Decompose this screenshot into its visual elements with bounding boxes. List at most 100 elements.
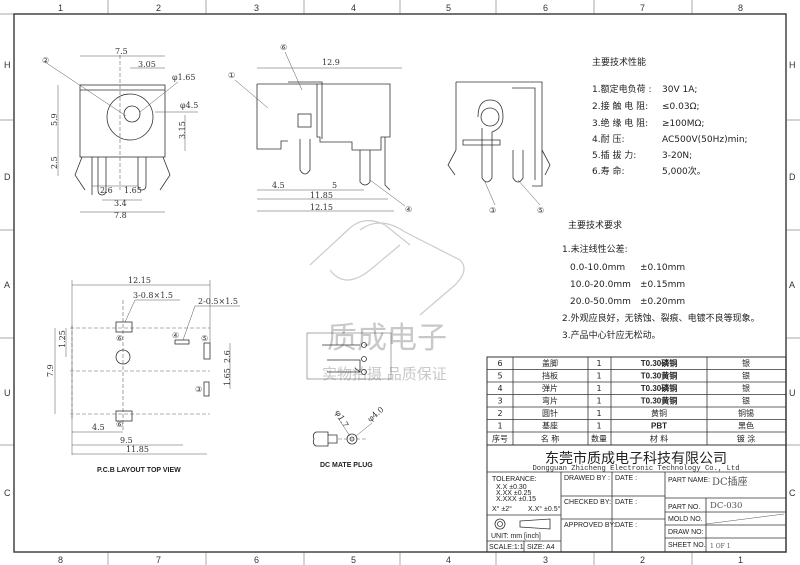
zone-left-h: H	[4, 60, 11, 70]
bom-name: 圆针	[542, 408, 558, 418]
bom-material: T0.30黄铜	[641, 396, 677, 406]
spec-label-4: 4.耐 压:	[592, 133, 624, 145]
bom-table: 6 盖脚 1 T0.30磷铜 银 5 挡板 1 T0.30黄铜 银 4 弹片 1…	[486, 356, 787, 446]
bom-name: 基座	[542, 421, 558, 431]
pcb-dim-h1: 1.25	[58, 330, 67, 348]
spec-label-5: 5.插 拔 力:	[592, 149, 636, 161]
pcb-layout-title: P.C.B LAYOUT TOP VIEW	[97, 467, 181, 474]
req-range-1: 0.0-10.0mm	[570, 263, 625, 273]
spec-label-2: 2.接 触 电 阻:	[592, 100, 648, 112]
zone-top-6: 6	[543, 3, 548, 13]
spec-section: 主要技术性能 1.额定电负荷 : 30V 1A; 2.接 触 电 阻: ≤0.0…	[592, 56, 748, 177]
bom-qty: 1	[596, 384, 601, 393]
zone-right-a: A	[789, 280, 795, 290]
draw-no-label: DRAW NO:	[668, 529, 704, 536]
zone-bottom-4: 4	[446, 555, 451, 565]
pcb-dim-x3: 11.85	[126, 445, 149, 454]
bom-name: 盖脚	[542, 358, 558, 368]
side-view: 12.9 4.5 5 11.85 12.15 ① ⑥ ④	[228, 43, 412, 214]
spec-value-5: 3-20N;	[662, 151, 692, 161]
drawed-by-label: DRAWED BY :	[564, 475, 610, 482]
dim-d: 12.15	[310, 203, 333, 212]
bom-plating: 黑色	[738, 421, 754, 431]
bom-plating: 银	[742, 358, 750, 368]
tolerance-xxxx: X.XXX ±0.15	[496, 496, 536, 503]
dim-height: 5.9	[50, 113, 59, 126]
pcb-dim-h2: 7.9	[46, 364, 55, 377]
dim-hole-dia: φ4.5	[180, 101, 198, 110]
bom-qty: 1	[596, 397, 601, 406]
bom-header-qty: 数量	[591, 434, 607, 444]
req-title: 主要技术要求	[568, 219, 622, 231]
callout-5: ⑤	[537, 206, 544, 215]
tolerance-label: TOLERANCE:	[492, 476, 537, 483]
spec-label-6: 6.寿 命:	[592, 165, 624, 177]
zone-bottom-8: 8	[58, 555, 63, 565]
dim-a: 4.5	[272, 181, 285, 190]
req-tol-3: ±0.20mm	[640, 297, 685, 307]
zone-bottom-1: 1	[738, 555, 743, 565]
zone-top-8: 8	[738, 3, 743, 13]
company-name-en: Dongguan Zhicheng Electronic Technology …	[532, 465, 739, 473]
pcb-dim-x2: 9.5	[120, 436, 133, 445]
pcb-callout-6b: ⑥	[116, 420, 123, 429]
schematic-symbol	[306, 332, 392, 380]
pcb-slot2: 2-0.5×1.5	[198, 297, 238, 306]
pcb-dim-h4: 1.65	[223, 368, 232, 386]
spec-value-1: 30V 1A;	[662, 85, 697, 95]
part-name-label: PART NAME:	[668, 477, 710, 484]
callout-1: ①	[228, 71, 235, 80]
zone-bottom-3: 3	[543, 555, 548, 565]
callout-3: ③	[489, 206, 496, 215]
sheet-no-value: 1 OF 1	[710, 543, 731, 550]
pcb-callout-4: ④	[172, 331, 179, 340]
req-range-2: 10.0-20.0mm	[570, 280, 631, 290]
bom-name: 挡板	[542, 371, 558, 381]
zone-left-c: C	[4, 488, 11, 498]
tolerance-xxx: X.XX ±0.25	[496, 490, 531, 497]
pcb-slot1: 3-0.8×1.5	[133, 291, 173, 300]
date-label-1: DATE :	[615, 475, 637, 482]
dim-width-top: 7.5	[115, 47, 128, 56]
pcb-dim-x1: 4.5	[92, 423, 105, 432]
bom-plating: 铜锡	[738, 408, 754, 418]
spec-value-6: 5,000次。	[662, 165, 706, 177]
spec-value-2: ≤0.03Ω;	[662, 102, 700, 112]
dim-center-h: 3.15	[178, 121, 187, 139]
plug-d1: φ1.7	[333, 409, 350, 429]
bom-row: 1 基座 1 PBT 黑色	[497, 421, 754, 431]
projection-symbol-icon	[494, 518, 551, 530]
callout-2: ②	[42, 56, 49, 65]
zone-right-d: D	[789, 172, 796, 182]
watermark: 质成电子 实物拍摄 品质保证	[309, 220, 465, 383]
sheet-no-label: SHEET NO.	[668, 542, 706, 549]
bom-no: 2	[497, 409, 502, 418]
zone-bottom-5: 5	[351, 555, 356, 565]
callout-4: ④	[405, 205, 412, 214]
bom-material: T0.30磷铜	[641, 383, 677, 393]
req-line3: 3.产品中心针应无松动。	[562, 329, 661, 341]
zone-top-4: 4	[351, 3, 356, 13]
pcb-dim-h3: 2.6	[223, 350, 232, 363]
part-no-label: PART NO.	[668, 504, 700, 511]
plug-title: DC MATE PLUG	[320, 462, 373, 469]
callout-6: ⑥	[280, 43, 287, 52]
dim-offset: 3.05	[138, 60, 156, 69]
bom-header-material: 材 料	[650, 434, 669, 444]
dim-d2: 1.65	[124, 186, 142, 195]
watermark-slogan: 实物拍摄 品质保证	[322, 365, 447, 383]
pcb-callout-6a: ⑥	[116, 334, 123, 343]
zone-bottom-7: 7	[156, 555, 161, 565]
watermark-brand: 质成电子	[327, 321, 447, 356]
bom-no: 1	[497, 422, 502, 431]
mold-no-label: MOLD NO.	[668, 516, 703, 523]
zone-left-a: A	[4, 280, 10, 290]
company-name-cn: 东莞市质成电子科技有限公司	[545, 450, 727, 467]
bom-row: 2 圆针 1 黄铜 铜锡	[497, 408, 754, 418]
bom-name: 弹片	[542, 383, 558, 393]
spec-title: 主要技术性能	[592, 56, 646, 68]
bom-no: 6	[497, 359, 502, 368]
bom-header: 序号 名 称 数量 材 料 镀 涂	[492, 434, 755, 444]
bom-header-name: 名 称	[541, 434, 560, 444]
bom-qty: 1	[596, 422, 601, 431]
